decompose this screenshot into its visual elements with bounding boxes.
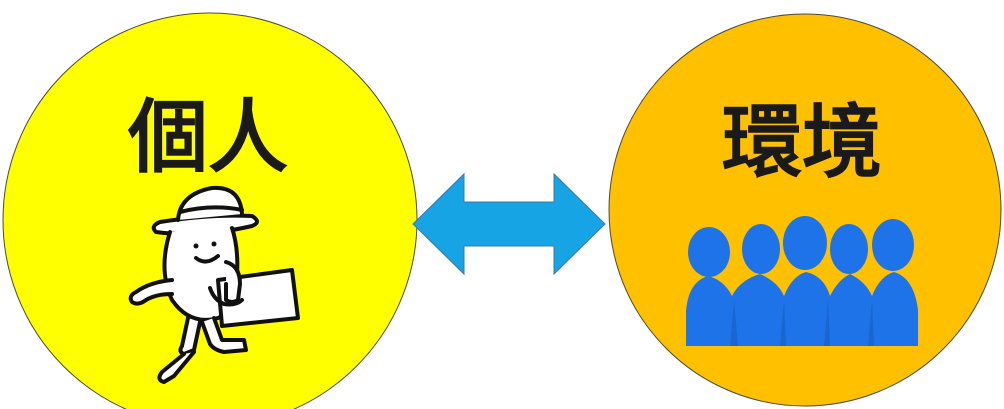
right-node: 環境 xyxy=(609,14,1001,406)
right-node-label: 環境 xyxy=(722,96,882,189)
bidirectional-arrow-shape xyxy=(413,174,605,274)
left-node-label: 個人 xyxy=(127,91,288,184)
bidirectional-arrow-icon xyxy=(413,174,605,274)
right-node-circle xyxy=(609,14,1001,406)
left-node: 個人 xyxy=(3,13,417,409)
